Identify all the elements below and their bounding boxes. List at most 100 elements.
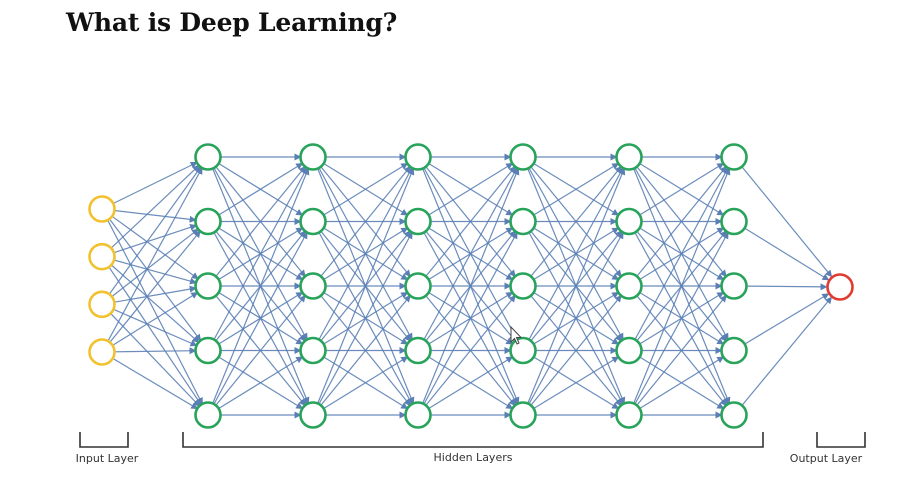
hidden-neuron bbox=[509, 143, 537, 171]
connection-edge bbox=[527, 167, 626, 404]
hidden-neuron bbox=[299, 143, 327, 171]
hidden-neuron bbox=[615, 401, 643, 429]
hidden-neuron bbox=[194, 207, 222, 236]
hidden-neuron bbox=[720, 272, 748, 300]
hidden-neuron bbox=[615, 272, 643, 300]
connection-edge bbox=[112, 161, 198, 205]
hidden-neuron bbox=[404, 336, 432, 365]
connection-edge bbox=[428, 356, 514, 410]
connection-edge bbox=[636, 294, 727, 406]
connection-edge bbox=[108, 266, 202, 406]
connection-edge bbox=[639, 356, 725, 410]
connection-edge bbox=[423, 231, 518, 405]
connection-edge bbox=[634, 167, 729, 340]
input-layer-bracket bbox=[79, 432, 129, 448]
connection-edge bbox=[111, 215, 199, 280]
connection-edge bbox=[633, 167, 731, 404]
connection-edge bbox=[425, 294, 516, 406]
connection-edge bbox=[107, 167, 203, 342]
output-neuron bbox=[826, 273, 854, 301]
connection-edge bbox=[112, 357, 199, 410]
input-neuron bbox=[88, 195, 116, 223]
connection-edge bbox=[215, 165, 306, 277]
output-layer-label: Output Layer bbox=[790, 452, 863, 465]
connection-edge bbox=[323, 356, 409, 410]
connection-edge bbox=[528, 167, 624, 340]
connection-edge bbox=[428, 162, 514, 216]
hidden-neuron bbox=[404, 401, 432, 429]
hidden-neuron bbox=[194, 401, 222, 429]
connection-edge bbox=[213, 231, 308, 405]
hidden-neuron bbox=[509, 336, 537, 365]
input-neuron bbox=[88, 338, 116, 366]
connection-edge bbox=[110, 164, 200, 249]
hidden-neuron bbox=[509, 401, 537, 429]
hidden-neuron bbox=[509, 207, 537, 236]
output-layer-bracket bbox=[816, 432, 866, 448]
connection-edge bbox=[212, 167, 310, 404]
connection-edge bbox=[112, 292, 199, 346]
input-neuron bbox=[88, 290, 116, 319]
connection-edge bbox=[114, 347, 197, 355]
connection-edge bbox=[218, 356, 304, 410]
hidden-neuron bbox=[720, 336, 748, 365]
input-neuron bbox=[88, 242, 116, 271]
hidden-neuron bbox=[509, 272, 537, 300]
hidden-neuron bbox=[299, 272, 327, 300]
hidden-neuron bbox=[404, 207, 432, 236]
connection-edge bbox=[320, 165, 411, 277]
connection-edge bbox=[318, 231, 413, 405]
connection-edge bbox=[634, 231, 729, 405]
connection-edge bbox=[530, 165, 622, 277]
connection-edge bbox=[113, 259, 197, 285]
hidden-neuron bbox=[404, 143, 432, 171]
connection-edge bbox=[114, 209, 197, 223]
connection-edge bbox=[744, 293, 830, 345]
connection-edge bbox=[741, 166, 833, 278]
connection-edge bbox=[636, 165, 727, 277]
connection-edge bbox=[113, 308, 198, 347]
connection-edge bbox=[422, 167, 520, 404]
connection-edge bbox=[113, 223, 198, 254]
hidden-neuron bbox=[299, 336, 327, 365]
hidden-neuron bbox=[299, 207, 327, 236]
connection-edge bbox=[107, 219, 203, 405]
connections bbox=[107, 153, 833, 419]
hidden-neuron bbox=[404, 272, 432, 300]
mouse-pointer-icon bbox=[510, 325, 523, 345]
connection-edge bbox=[109, 218, 202, 342]
connection-edge bbox=[639, 162, 725, 216]
connection-edge bbox=[215, 294, 306, 406]
connection-edge bbox=[218, 162, 304, 216]
connection-edge bbox=[528, 231, 624, 405]
hidden-layers-bracket bbox=[182, 432, 764, 448]
connection-edge bbox=[320, 294, 411, 406]
hidden-neuron bbox=[194, 272, 222, 300]
connection-edge bbox=[323, 162, 409, 216]
hidden-neuron bbox=[194, 336, 222, 365]
connection-edge bbox=[114, 285, 197, 303]
hidden-neuron bbox=[615, 207, 643, 236]
hidden-neuron bbox=[720, 207, 748, 236]
hidden-neuron bbox=[615, 143, 643, 171]
connection-edge bbox=[533, 162, 620, 216]
neurons bbox=[88, 143, 854, 429]
connection-edge bbox=[746, 283, 828, 291]
slide-title: What is Deep Learning? bbox=[66, 8, 398, 37]
connection-edge bbox=[533, 356, 620, 410]
connection-edge bbox=[530, 294, 622, 406]
connection-edge bbox=[317, 167, 415, 404]
connection-edge bbox=[111, 228, 199, 298]
connection-edge bbox=[111, 264, 200, 343]
connection-edge bbox=[425, 165, 516, 277]
connection-edge bbox=[744, 227, 830, 281]
hidden-neuron bbox=[720, 143, 748, 171]
connection-edge bbox=[318, 167, 413, 340]
connection-edge bbox=[741, 296, 833, 406]
connection-edge bbox=[423, 167, 518, 340]
hidden-neuron bbox=[194, 143, 222, 171]
connection-edge bbox=[213, 167, 308, 340]
connection-edge bbox=[108, 166, 202, 295]
hidden-neuron bbox=[299, 401, 327, 429]
connection-edge bbox=[109, 230, 201, 343]
